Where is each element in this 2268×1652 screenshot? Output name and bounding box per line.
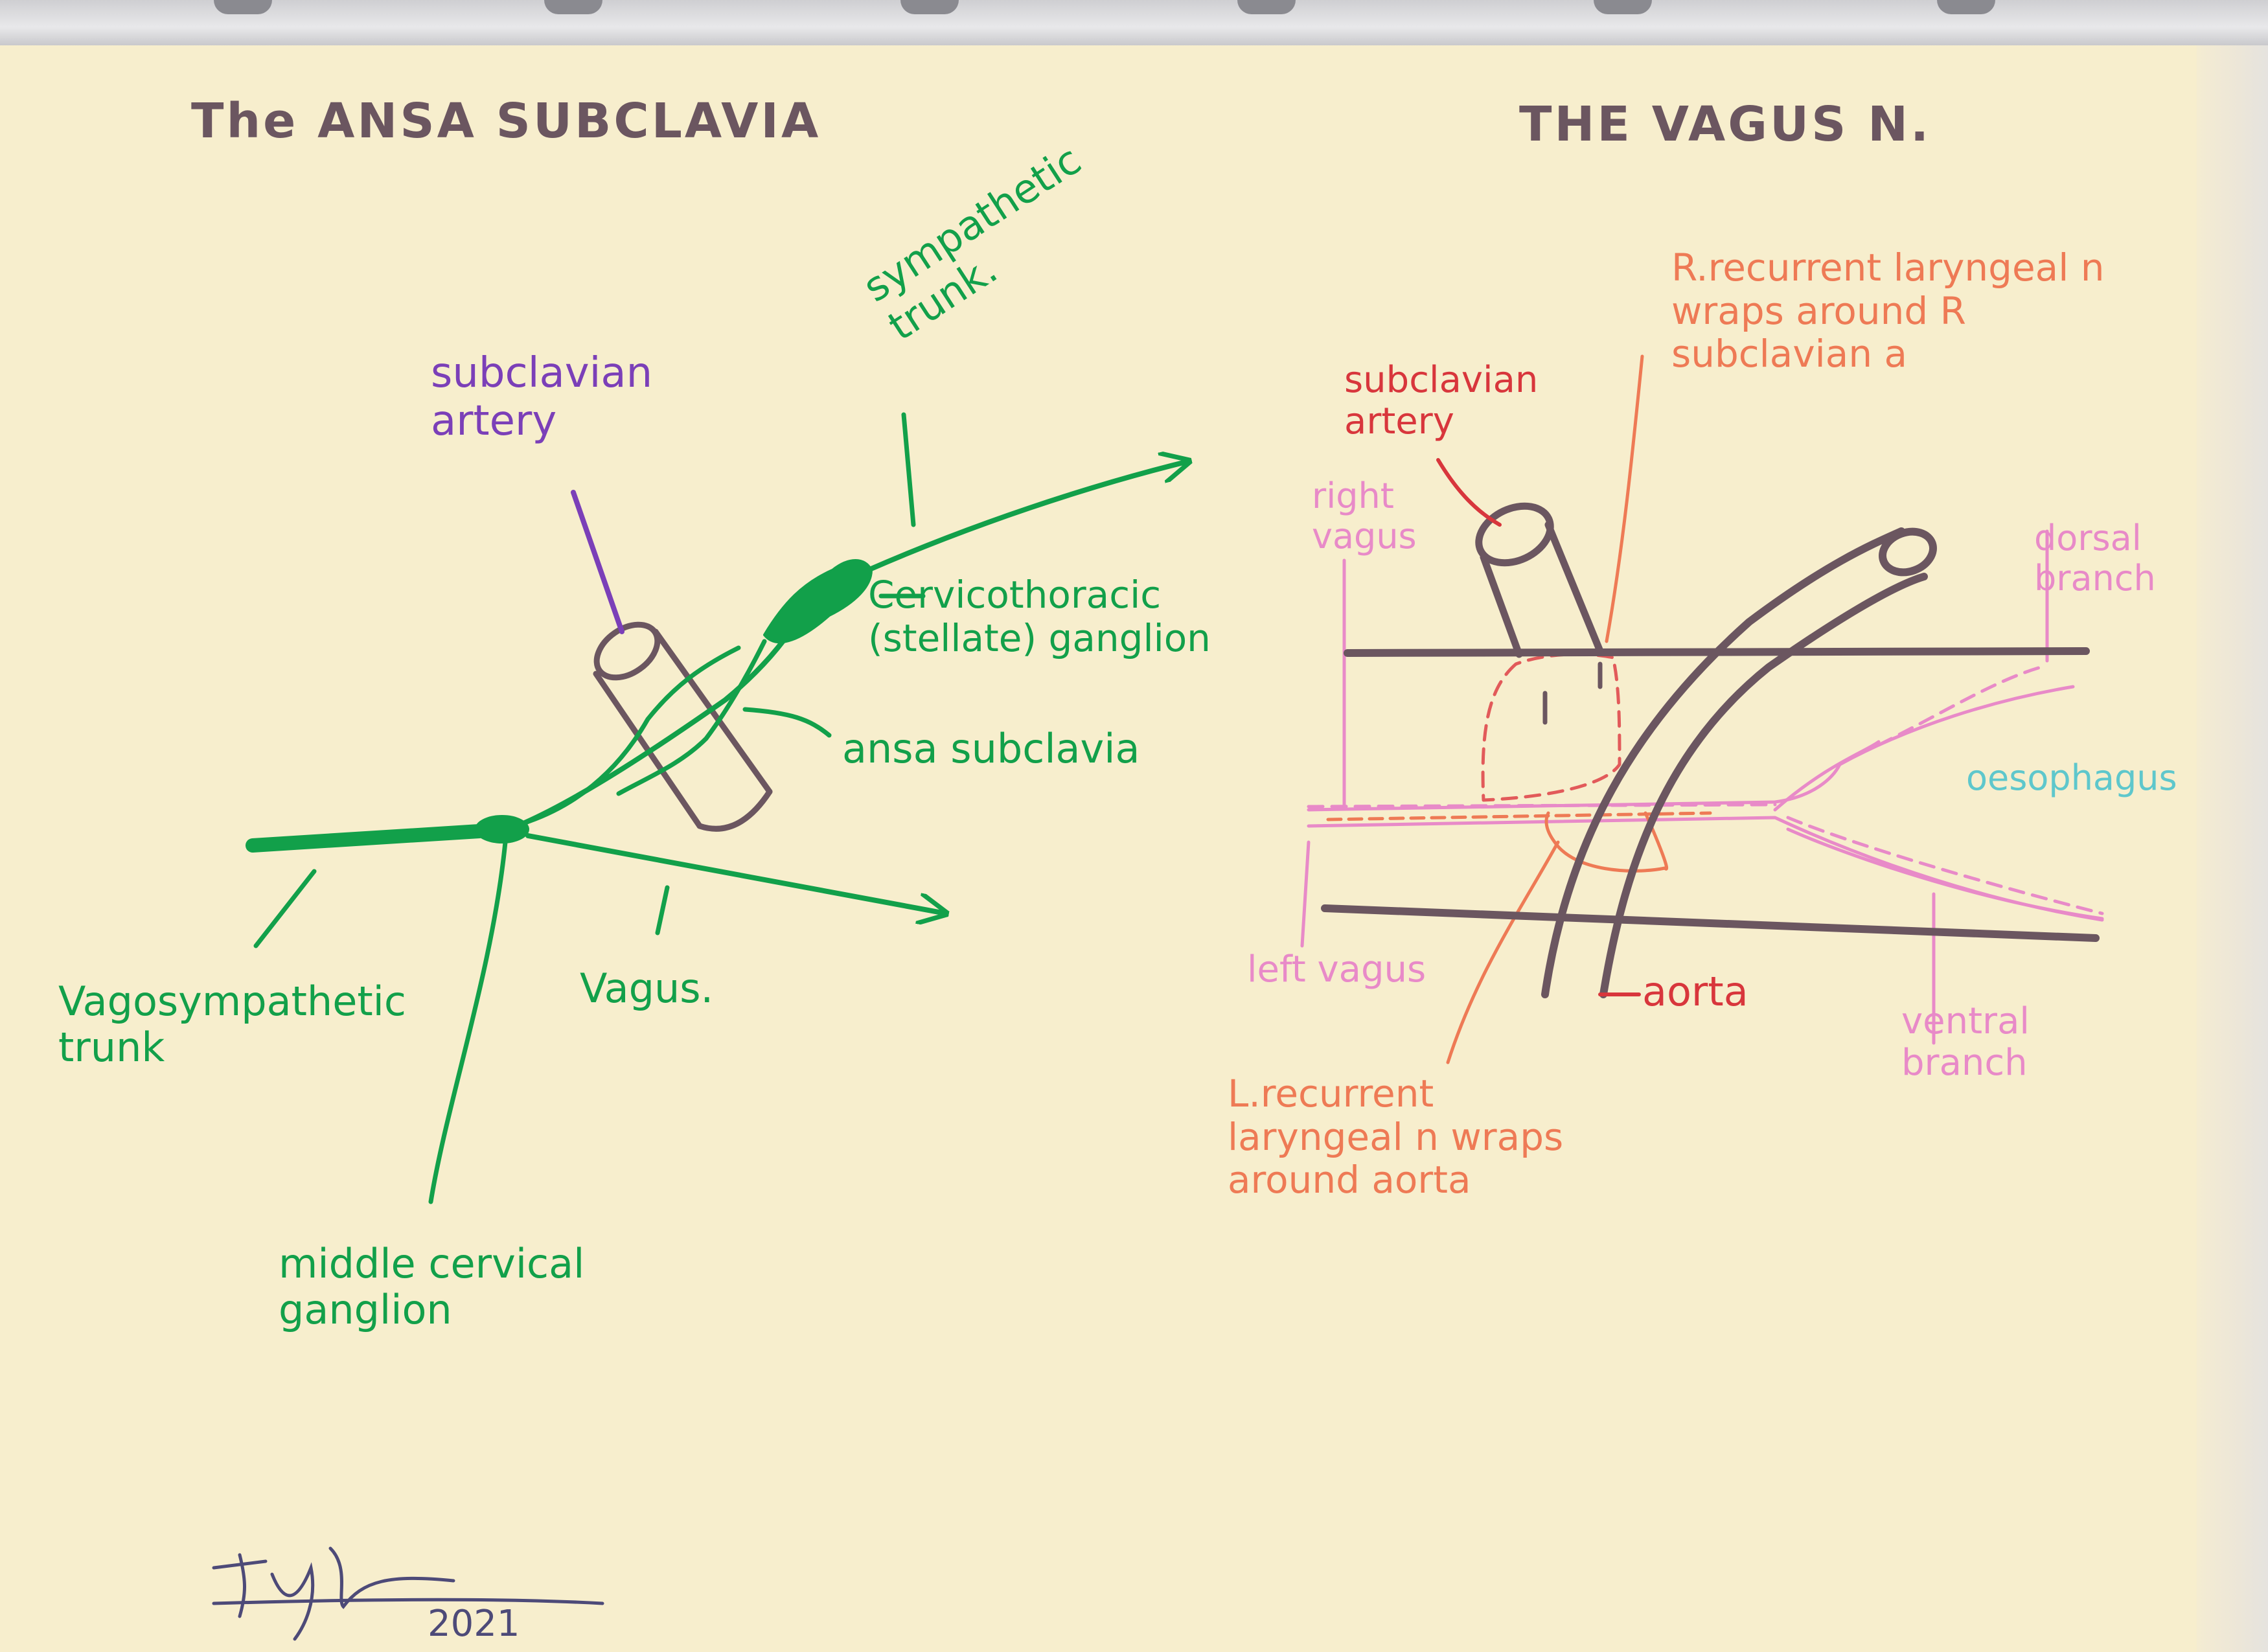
sleeve-right-edge <box>2197 45 2268 1652</box>
oesophagus-outline <box>1300 529 2104 1045</box>
label-subclavian-artery: subclavian artery <box>431 349 653 445</box>
label-vagosympathetic-trunk: Vagosympathetic trunk <box>58 978 406 1072</box>
label-aorta: aorta <box>1642 968 1748 1015</box>
left-title: The ANSA SUBCLAVIA <box>191 93 821 149</box>
signature-year: 2021 <box>428 1603 520 1645</box>
punch-hole <box>214 0 272 14</box>
punch-hole <box>900 0 959 14</box>
punch-hole <box>1594 0 1652 14</box>
subclavian-artery-cylinder <box>593 621 773 832</box>
label-dorsal-branch: dorsal branch <box>2034 518 2156 599</box>
subclavian-right-pointer <box>1436 458 1502 527</box>
label-left-vagus: left vagus <box>1247 948 1426 991</box>
label-r-recurrent-laryngeal: R.recurrent laryngeal n wraps around R s… <box>1671 246 2105 376</box>
vagus-diagram <box>1300 354 2104 1064</box>
punch-hole <box>1237 0 1296 14</box>
label-vagus: Vagus. <box>580 965 714 1012</box>
subclavian-pointer-line <box>571 490 624 634</box>
label-middle-cervical-ganglion: middle cervical ganglion <box>279 1240 585 1334</box>
nerve-lines <box>246 412 1189 1204</box>
label-ventral-branch: ventral branch <box>1901 1000 2030 1084</box>
label-cervicothoracic-ganglion: Cervicothoracic (stellate) ganglion <box>868 573 1211 660</box>
punch-hole <box>1937 0 1995 14</box>
label-ansa-subclavia: ansa subclavia <box>842 725 1140 772</box>
label-subclavian-artery-right: subclavian artery <box>1344 359 1539 443</box>
artist-signature <box>212 1546 604 1641</box>
aorta-and-boundaries <box>1321 527 2100 998</box>
right-title: THE VAGUS N. <box>1519 97 1932 152</box>
label-oesophagus: oesophagus <box>1966 757 2177 798</box>
right-subclavian-cylinder <box>1475 502 1604 658</box>
label-right-vagus: right vagus <box>1312 476 1417 557</box>
punch-hole <box>544 0 602 14</box>
binder-sleeve-edge <box>0 0 2268 45</box>
label-l-recurrent-laryngeal: L.recurrent laryngeal n wraps around aor… <box>1228 1072 1564 1202</box>
ansa-subclavia-diagram <box>246 412 1189 1204</box>
